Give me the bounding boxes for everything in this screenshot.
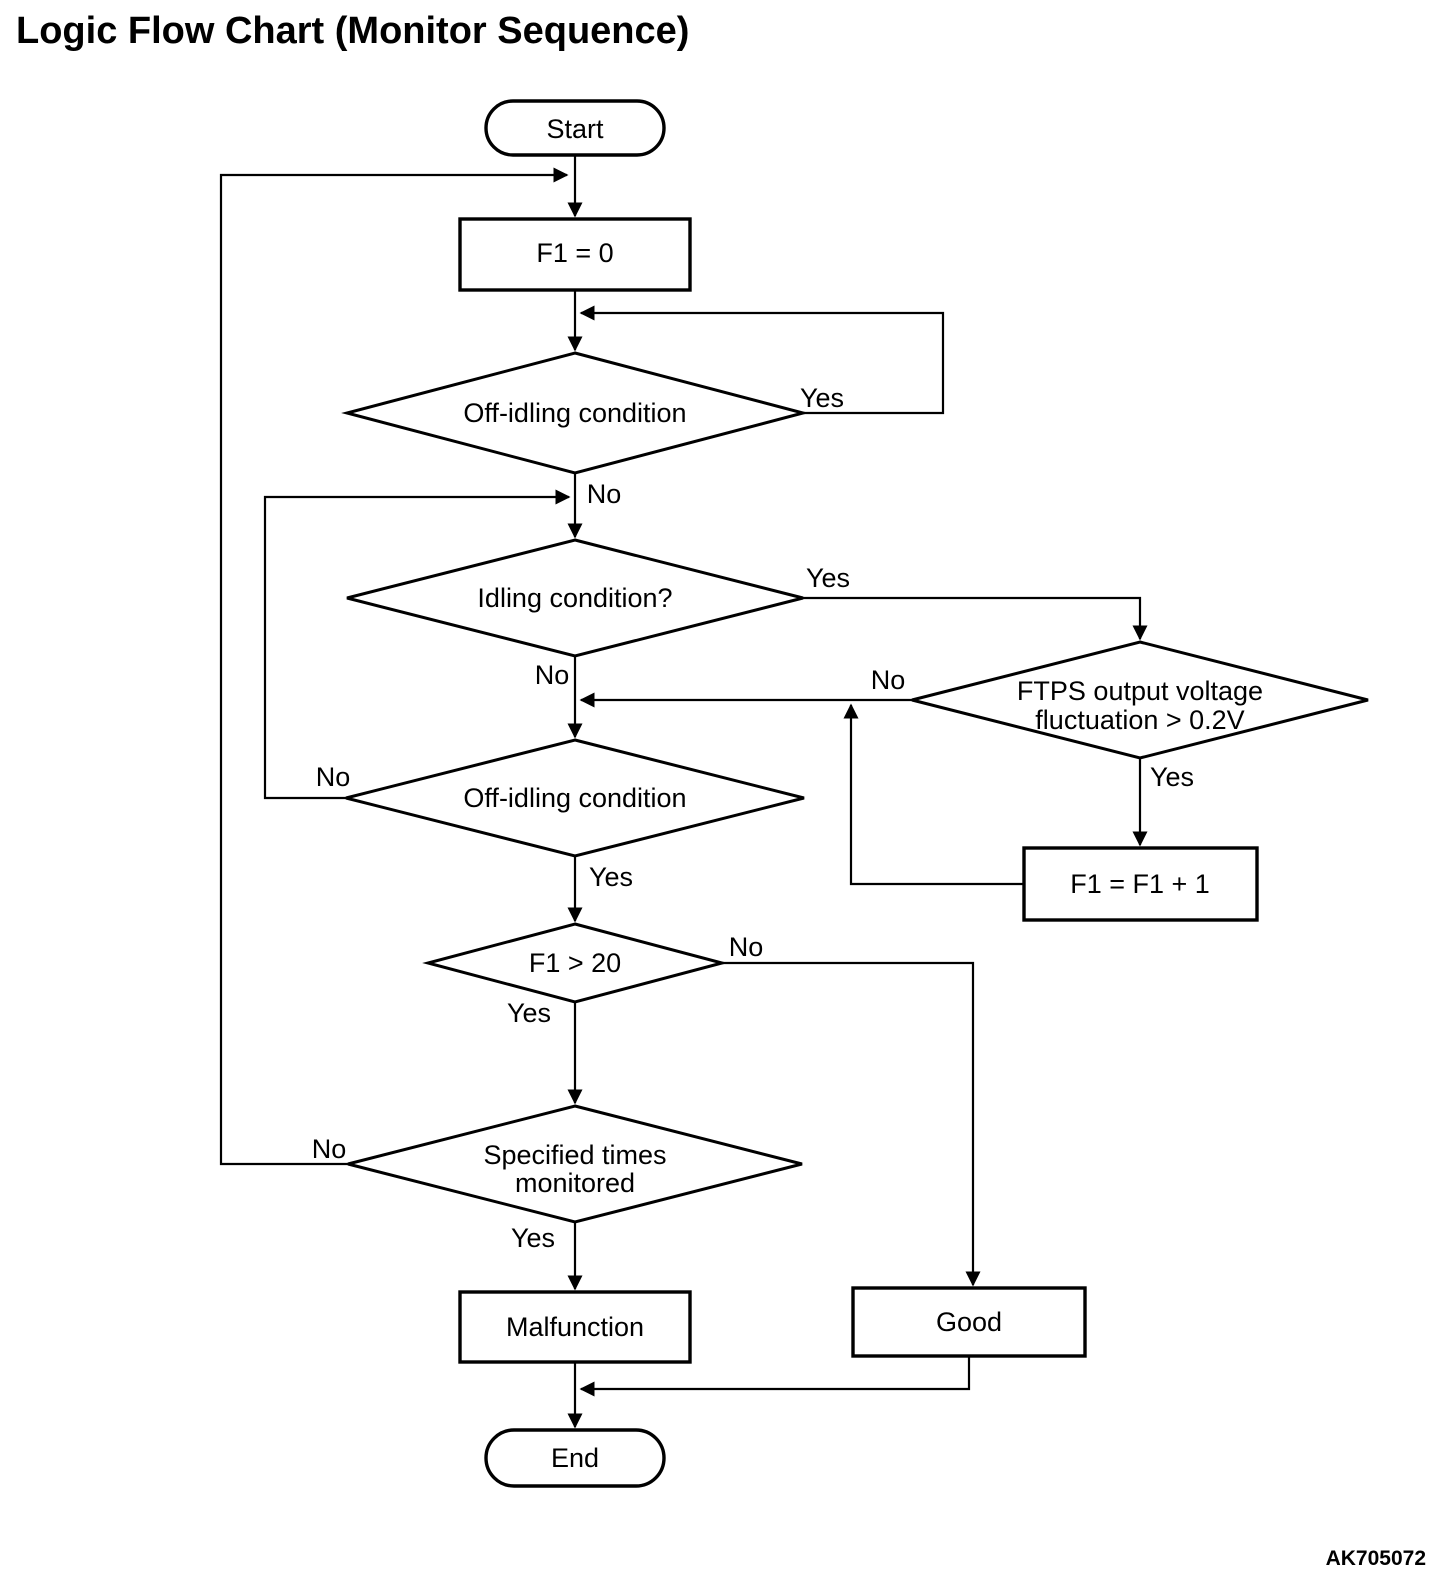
edge-good-to-end	[579, 1356, 971, 1397]
node-ftps-fluctuation	[911, 640, 1369, 760]
node-malfunction	[458, 1290, 692, 1364]
label-specified-no: No	[312, 1134, 347, 1164]
label-specified-yes: Yes	[511, 1223, 555, 1253]
node-off-idling-2-label: Off-idling condition	[463, 783, 686, 813]
label-offidling2-no: No	[316, 762, 351, 792]
node-idling-condition	[346, 538, 804, 658]
node-malfunction-label: Malfunction	[506, 1312, 644, 1342]
page-title: Logic Flow Chart (Monitor Sequence)	[16, 10, 689, 52]
node-f1-eq-0	[458, 217, 692, 292]
node-off-idling-1	[341, 351, 809, 475]
label-offidling1-no: No	[587, 479, 622, 509]
node-end-label: End	[551, 1443, 599, 1473]
node-idling-condition-label: Idling condition?	[477, 583, 672, 613]
edge-specified-times-no-loop	[219, 167, 569, 1166]
node-f1-gt-20-label: F1 > 20	[529, 948, 621, 978]
node-f1-increment	[1022, 846, 1259, 922]
node-f1-eq-0-label: F1 = 0	[536, 238, 613, 268]
edge-offidling1-yes-loop	[579, 305, 945, 415]
edge-offidling2-no-loop	[263, 489, 571, 800]
node-end	[484, 1428, 666, 1488]
label-f1gt20-no: No	[729, 932, 764, 962]
node-ftps-fluctuation-line1: FTPS output voltage	[1017, 676, 1263, 706]
label-offidling2-yes: Yes	[589, 862, 633, 892]
label-idling-yes: Yes	[806, 563, 850, 593]
node-f1-increment-label: F1 = F1 + 1	[1070, 869, 1210, 899]
edge-f1inc-return	[843, 703, 1024, 886]
figure-code: AK705072	[1326, 1547, 1426, 1570]
edge-f1gt20-no-to-good	[722, 961, 981, 1287]
label-f1gt20-yes: Yes	[507, 998, 551, 1028]
node-off-idling-2	[345, 738, 805, 858]
node-specified-times	[347, 1104, 803, 1224]
node-f1-gt-20	[422, 922, 728, 1004]
node-start-label: Start	[546, 114, 604, 144]
node-ftps-fluctuation-line2: fluctuation > 0.2V	[1035, 705, 1244, 735]
edge-idling-yes-to-ftps	[803, 596, 1148, 641]
node-good-label: Good	[936, 1307, 1002, 1337]
node-specified-times-line2: monitored	[515, 1168, 635, 1198]
label-ftps-no: No	[871, 665, 906, 695]
label-offidling1-yes: Yes	[800, 383, 844, 413]
label-idling-no: No	[535, 660, 570, 690]
node-off-idling-1-label: Off-idling condition	[463, 398, 686, 428]
node-good	[851, 1286, 1087, 1358]
node-specified-times-line1: Specified times	[483, 1140, 666, 1170]
node-start	[484, 99, 666, 157]
label-ftps-yes: Yes	[1150, 762, 1194, 792]
